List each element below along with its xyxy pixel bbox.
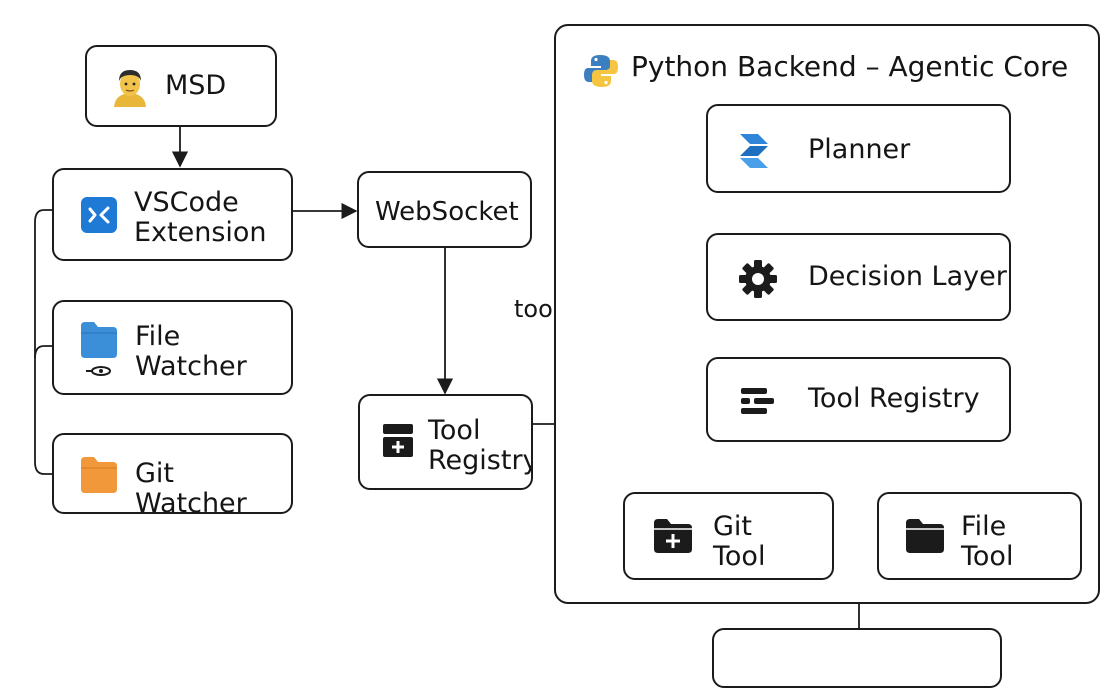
agentic-core-title: Python Backend – Agentic Core: [631, 50, 1069, 83]
file-tool-label: File Tool: [961, 511, 1014, 572]
tool-registry-left-node[interactable]: Tool Registry: [358, 394, 533, 490]
planner-icon: [736, 130, 780, 176]
file-tool-node[interactable]: File Tool: [877, 492, 1082, 580]
websocket-label: WebSocket: [375, 197, 519, 227]
folder-icon: [80, 455, 118, 499]
registry-icon: [740, 386, 776, 420]
decision-layer-label: Decision Layer: [808, 261, 1007, 292]
decision-layer-node[interactable]: Decision Layer: [706, 233, 1011, 321]
registry-icon: [382, 423, 414, 463]
vscode-icon: [81, 197, 117, 237]
tool-registry-label: Tool Registry: [808, 383, 980, 414]
git-watcher-label: Git Watcher: [135, 458, 247, 519]
file-watcher-label: File Watcher: [135, 321, 247, 382]
planner-node[interactable]: Planner: [706, 104, 1011, 193]
git-watcher-node[interactable]: Git Watcher: [52, 433, 293, 519]
folder-icon: [80, 320, 118, 384]
gear-icon: [738, 259, 778, 303]
partial-node: [712, 628, 1002, 688]
python-icon: [583, 53, 619, 93]
file-watcher-node[interactable]: File Watcher: [52, 300, 293, 395]
tool-registry-left-label: Tool Registry: [428, 415, 533, 476]
edge-watcher-bracket: [34, 209, 52, 475]
msd-node[interactable]: MSD: [85, 45, 277, 127]
git-tool-node[interactable]: Git Tool: [623, 492, 834, 580]
websocket-node[interactable]: WebSocket: [357, 171, 532, 248]
folder-icon: [905, 518, 945, 558]
folder-plus-icon: [653, 518, 693, 558]
planner-label: Planner: [808, 134, 911, 165]
tool-registry-node[interactable]: Tool Registry: [706, 357, 1011, 442]
vscode-extension-node[interactable]: VSCode Extension: [52, 168, 293, 261]
edge-file-watcher-branch: [34, 345, 52, 359]
vscode-extension-label: VSCode Extension: [134, 187, 267, 248]
person-icon: [111, 67, 149, 111]
git-tool-label: Git Tool: [713, 511, 766, 572]
msd-label: MSD: [165, 70, 227, 101]
